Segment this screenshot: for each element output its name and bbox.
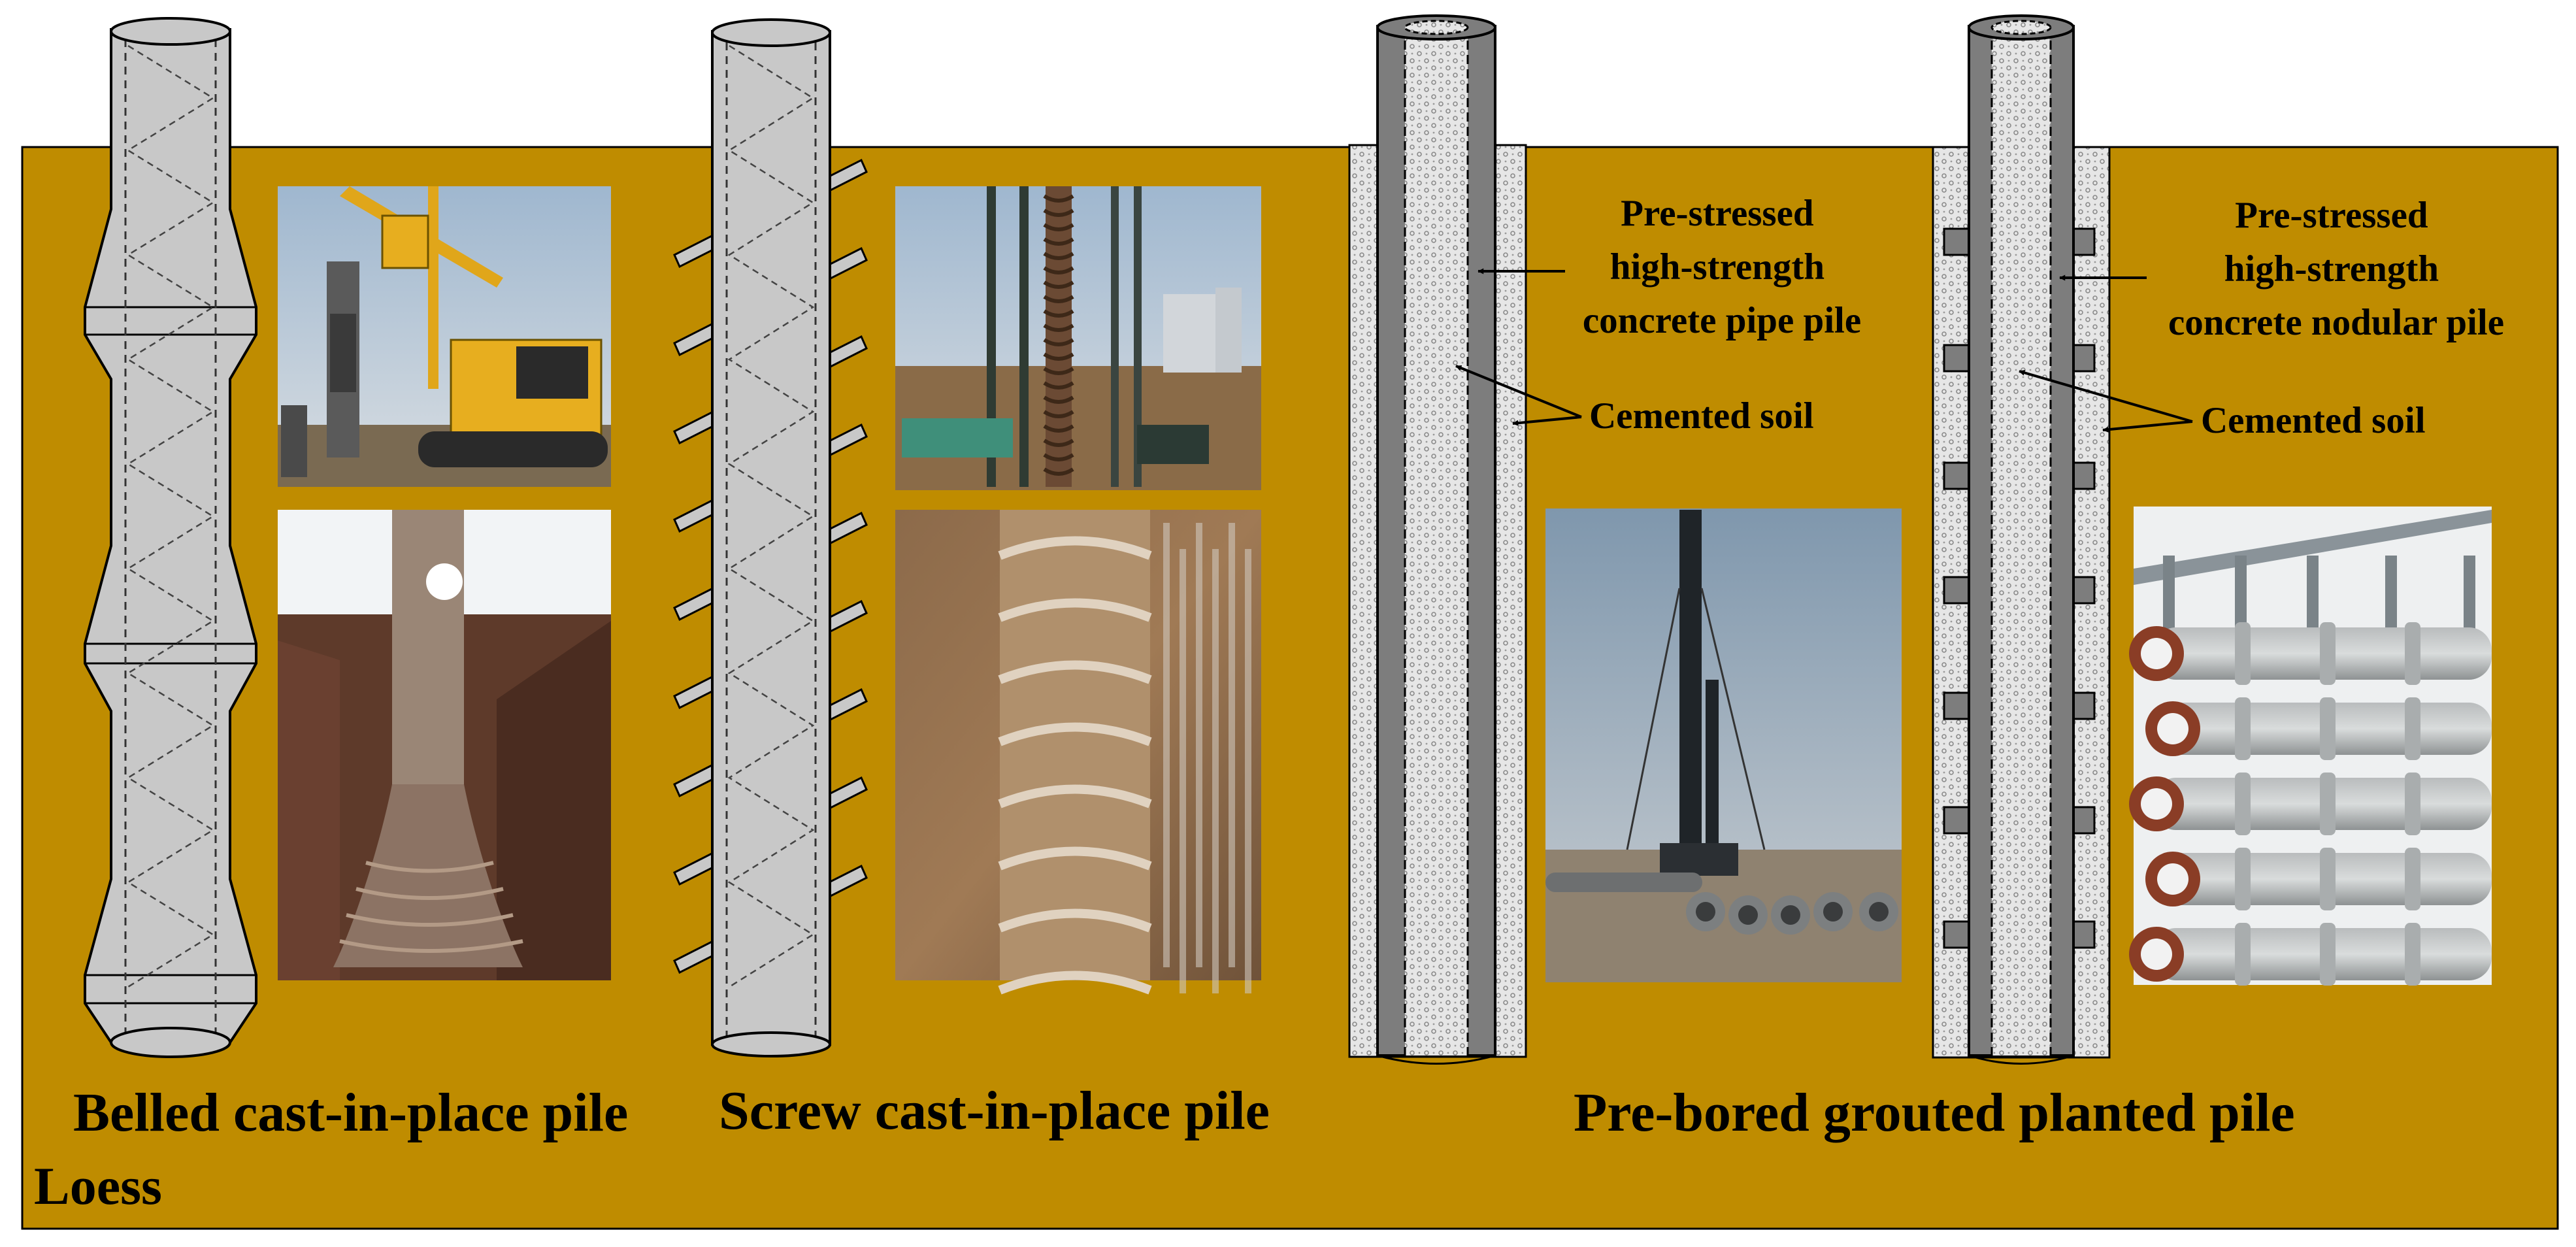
screw-pile-title: Screw cast-in-place pile <box>719 1080 1270 1141</box>
nodular-pile-label-line-3: concrete nodular pile <box>2168 302 2504 343</box>
pipe-pile-label-line-3: concrete pipe pile <box>1583 300 1861 341</box>
nodular-cemented-arrow-inner <box>2019 369 2193 423</box>
nodular-piles-stack-photo <box>2129 507 2492 986</box>
belled-pile-title: Belled cast-in-place pile <box>73 1082 628 1143</box>
pipe-cemented-arrow-outer <box>1512 416 1582 426</box>
pipe-cemented-arrow-inner <box>1455 365 1582 418</box>
nodular-pile-drawing <box>1932 14 2111 1065</box>
nodular-pile-label: Pre-stressed high-strength concrete nodu… <box>2168 195 2504 343</box>
rotary-drilling-rig-photo <box>278 186 611 487</box>
loess-label: Loess <box>34 1156 162 1216</box>
pipe-pile-label-line-1: Pre-stressed <box>1621 193 1814 234</box>
screw-pile-drilling-rig-photo <box>895 186 1261 490</box>
pipe-pile-label-line-2: high-strength <box>1610 246 1825 288</box>
pipe-pile-label: Pre-stressed high-strength concrete pipe… <box>1583 193 1861 341</box>
pipe-cemented-soil-label: Cemented soil <box>1589 395 1814 437</box>
nodular-pile-label-line-2: high-strength <box>2224 248 2439 290</box>
nodular-pile-label-line-1: Pre-stressed <box>2235 195 2428 236</box>
pile-driving-rig-photo <box>1545 508 1902 982</box>
excavated-screw-pile-photo <box>895 510 1261 995</box>
pipe-pile-drawing <box>1348 14 1527 1065</box>
nodular-cemented-arrow-outer <box>2102 420 2193 433</box>
screw-pile-drawing <box>673 18 868 1057</box>
nodular-cemented-soil-label: Cemented soil <box>2201 400 2426 441</box>
excavated-belled-pile-photo <box>278 510 611 980</box>
belled-pile-drawing <box>84 17 257 1058</box>
pre-bored-pile-title: Pre-bored grouted planted pile <box>1574 1082 2295 1143</box>
